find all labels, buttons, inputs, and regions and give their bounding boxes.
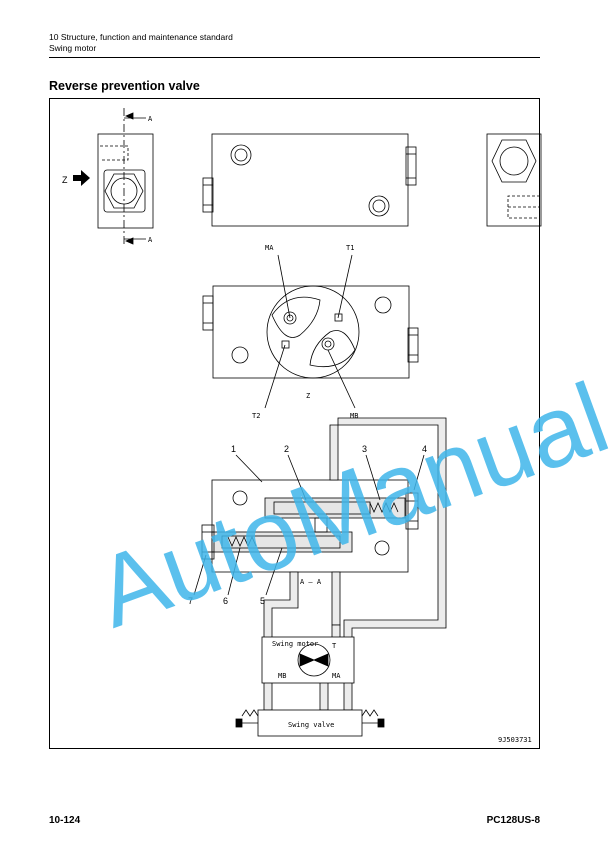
section-mark-bottom: A bbox=[148, 236, 153, 244]
top-view bbox=[202, 133, 417, 227]
motor-ma-label: MA bbox=[332, 672, 341, 680]
section-mark-top: A bbox=[148, 115, 153, 123]
swing-valve-label: Swing valve bbox=[288, 721, 334, 729]
side-view-right bbox=[486, 133, 542, 227]
view-z-label: Z bbox=[62, 175, 68, 185]
port-view bbox=[202, 254, 419, 409]
section-aa bbox=[201, 479, 419, 573]
figure-frame bbox=[49, 98, 540, 749]
callout-3: 3 bbox=[362, 444, 367, 454]
model-number: PC128US-8 bbox=[486, 815, 540, 826]
page-title: Reverse prevention valve bbox=[49, 79, 200, 93]
port-t2-label: T2 bbox=[252, 412, 260, 420]
callout-2: 2 bbox=[284, 444, 289, 454]
motor-t-label: T bbox=[332, 642, 337, 650]
callout-4: 4 bbox=[422, 444, 427, 454]
motor-mb-label: MB bbox=[278, 672, 286, 680]
header-subsection: Swing motor bbox=[49, 43, 97, 53]
callout-7: 7 bbox=[188, 596, 193, 606]
header-rule bbox=[49, 57, 540, 58]
callout-1: 1 bbox=[231, 444, 236, 454]
header-section: 10 Structure, function and maintenance s… bbox=[49, 32, 233, 42]
page-number: 10-124 bbox=[49, 815, 81, 826]
swing-motor-label: Swing motor bbox=[272, 640, 318, 648]
watermark: AutoManual bbox=[82, 361, 612, 649]
port-ma-label: MA bbox=[265, 244, 274, 252]
port-mb-label: MB bbox=[350, 412, 358, 420]
drawing-code: 9J503731 bbox=[498, 736, 532, 744]
swing-motor-symbol bbox=[261, 636, 355, 684]
side-view-left bbox=[97, 108, 154, 246]
swing-valve-symbol bbox=[235, 709, 385, 737]
view-z-caption: Z bbox=[306, 392, 310, 400]
view-arrow-icon bbox=[73, 170, 90, 186]
callout-5: 5 bbox=[260, 596, 265, 606]
callout-leaders bbox=[193, 454, 425, 596]
section-aa-label: A – A bbox=[300, 578, 322, 586]
port-t1-label: T1 bbox=[346, 244, 354, 252]
callout-6: 6 bbox=[223, 596, 228, 606]
